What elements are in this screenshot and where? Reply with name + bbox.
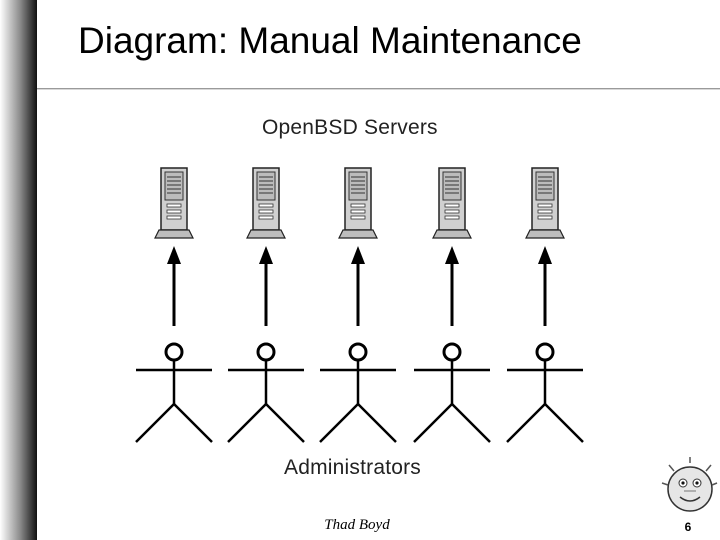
administrator-icon-2 bbox=[226, 342, 306, 444]
server-icon-5 bbox=[525, 167, 565, 239]
administrator-icon-5 bbox=[505, 342, 585, 444]
page-number: 6 bbox=[684, 520, 692, 534]
administrator-icon-1 bbox=[134, 342, 214, 444]
server-icon-1 bbox=[154, 167, 194, 239]
left-gradient-bar bbox=[0, 0, 37, 540]
title-divider bbox=[37, 88, 720, 90]
arrow-1 bbox=[165, 244, 183, 328]
arrow-5 bbox=[536, 244, 554, 328]
arrow-3 bbox=[349, 244, 367, 328]
server-icon-4 bbox=[432, 167, 472, 239]
administrator-icon-3 bbox=[318, 342, 398, 444]
slide-title: Diagram: Manual Maintenance bbox=[78, 20, 582, 61]
footer-author: Thad Boyd bbox=[324, 517, 390, 533]
pufferfish-mascot-icon bbox=[661, 457, 718, 512]
administrator-icon-4 bbox=[412, 342, 492, 444]
arrow-2 bbox=[257, 244, 275, 328]
servers-label: OpenBSD Servers bbox=[262, 116, 438, 139]
server-icon-2 bbox=[246, 167, 286, 239]
server-icon-3 bbox=[338, 167, 378, 239]
administrators-label: Administrators bbox=[284, 456, 422, 479]
arrow-4 bbox=[443, 244, 461, 328]
